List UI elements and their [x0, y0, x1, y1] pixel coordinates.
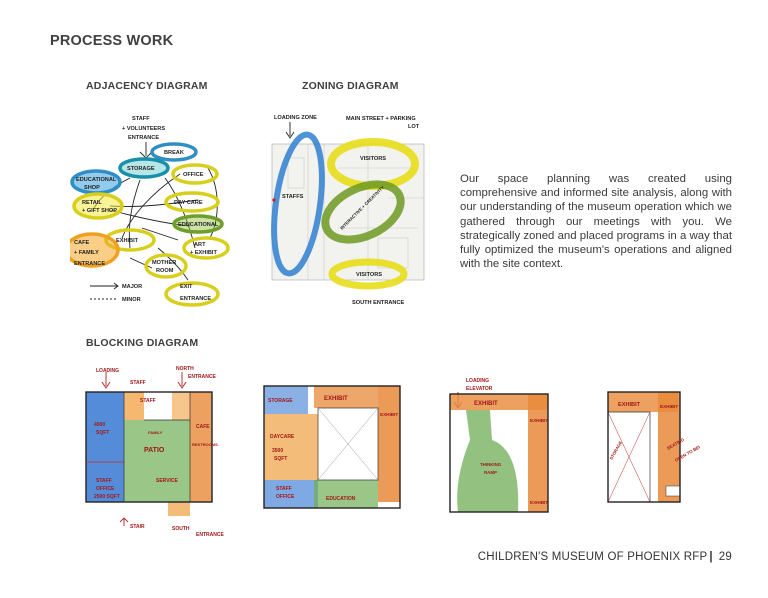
adj-label-break: BREAK: [164, 150, 184, 156]
zone-label-loading-zone: LOADING ZONE: [274, 115, 317, 121]
blk-l4-exhibit: EXHIBIT: [618, 402, 641, 408]
blk-label-north: NORTH: [176, 366, 194, 372]
blk-l4-open-to-below: STORAGE: [609, 440, 624, 461]
blk-label-office: OFFICE: [96, 486, 115, 492]
adj-label-mother: MOTHER: [152, 260, 176, 266]
zone-label-lot: LOT: [408, 124, 420, 130]
blocking-plan-level-2: STORAGE EXHIBIT EXHIBIT DAYCARE 3500 SQF…: [263, 385, 401, 509]
adj-label-day-care: DAY CARE: [174, 200, 203, 206]
blk-l2-exhibit-2: EXHIBIT: [380, 412, 398, 417]
zone-label-south-entrance: SOUTH ENTRANCE: [352, 300, 404, 306]
blk-l2-exhibit: EXHIBIT: [324, 396, 348, 402]
adj-label-exhibit: EXHIBIT: [116, 238, 139, 244]
blk-label-staff-office: STAFF: [96, 478, 112, 484]
adj-label-room: ROOM: [156, 268, 174, 274]
blk-l3-exhibit-2: EXHIBIT: [530, 418, 548, 423]
blk-label-restrooms: RESTROOMS: [192, 442, 218, 447]
adj-label-educational: EDUCATIONAL: [76, 177, 117, 183]
blk-label-patio: PATIO: [144, 447, 165, 454]
page-title: PROCESS WORK: [50, 33, 174, 49]
blk-label-south-entrance: ENTRANCE: [196, 532, 224, 538]
adj-label-office: OFFICE: [183, 172, 204, 178]
blk-l3-elevator: ELEVATOR: [466, 386, 493, 392]
blk-l2-daycare: DAYCARE: [270, 434, 295, 440]
blk-l4-exhibit-2: EXHIBIT: [660, 404, 678, 409]
adj-label-volunteers: + VOLUNTEERS: [122, 126, 165, 132]
adj-label-major: MAJOR: [122, 284, 142, 290]
blk-l2-sqft: SQFT: [274, 456, 287, 462]
adj-label-shop: SHOP: [84, 185, 100, 191]
adj-label-minor: MINOR: [122, 297, 141, 303]
blk-label-stair: STAIR: [130, 524, 145, 530]
zoning-heading: ZONING DIAGRAM: [302, 80, 399, 92]
adj-label-family-entrance: ENTRANCE: [74, 261, 105, 267]
blk-l3-ramp: RAMP: [484, 470, 497, 475]
adjacency-diagram-sketch: STAFF + VOLUNTEERS ENTRANCE BREAK STORAG…: [70, 116, 230, 307]
blocking-plan-level-1: LOADING NORTH ENTRANCE STAFF STAFF 4000 …: [85, 366, 224, 538]
zone-label-staffs: STAFFS: [282, 194, 304, 200]
blk-label-loading: LOADING: [96, 368, 119, 374]
blocking-plan-level-3: LOADING ELEVATOR EXHIBIT EXHIBIT THINKIN…: [449, 378, 549, 513]
adj-label-art: ART: [194, 242, 206, 248]
adj-label-gift-shop: + GIFT SHOP: [82, 208, 117, 214]
adj-label-family: + FAMILY: [74, 250, 99, 256]
description-paragraph: Our space planning was created using com…: [460, 173, 732, 271]
blk-label-north-entrance: ENTRANCE: [188, 374, 216, 380]
blk-label-family: FAMILY: [148, 430, 163, 435]
blk-label-south: SOUTH: [172, 526, 190, 532]
blk-l3-thinking: THINKING: [480, 462, 502, 467]
adj-label-retail: RETAIL: [82, 200, 102, 206]
blk-l2-education: EDUCATION: [326, 496, 356, 502]
page-number: 29: [718, 551, 732, 563]
blk-label-service: SERVICE: [156, 478, 179, 484]
adjacency-heading: ADJACENCY DIAGRAM: [86, 80, 208, 92]
blk-label-staff-2: STAFF: [140, 398, 156, 404]
adj-label-art-exhibit: + EXHIBIT: [190, 250, 217, 256]
blk-l2-office: OFFICE: [276, 494, 295, 500]
adj-label-entrance: ENTRANCE: [128, 135, 159, 141]
blk-l2-3500: 3500: [272, 448, 283, 454]
blk-label-2500: 2500 SQFT: [94, 494, 120, 500]
zone-label-main-street: MAIN STREET + PARKING: [346, 116, 416, 122]
footer-separator: |: [709, 551, 713, 563]
blk-label-staff: STAFF: [130, 380, 146, 386]
zoning-diagram-sketch: LOADING ZONE MAIN STREET + PARKING LOT V…: [271, 115, 425, 306]
blk-l3-exhibit: EXHIBIT: [474, 401, 498, 407]
adj-label-educational-2: EDUCATIONAL: [178, 222, 219, 228]
footer-title: CHILDREN'S MUSEUM OF PHOENIX RFP: [477, 551, 708, 563]
footer: CHILDREN'S MUSEUM OF PHOENIX RFP| 29: [478, 551, 732, 563]
blk-l2-staff: STAFF: [276, 486, 292, 492]
blk-label-cafe: CAFE: [196, 424, 210, 430]
adj-label-cafe: CAFE: [74, 240, 89, 246]
adj-label-storage: STORAGE: [127, 166, 155, 172]
zone-label-visitors: VISITORS: [360, 156, 386, 162]
blk-l3-loading: LOADING: [466, 378, 489, 384]
adj-label-exit: EXIT: [180, 284, 193, 290]
adj-label-exit-entrance: ENTRANCE: [180, 296, 211, 302]
blocking-heading: BLOCKING DIAGRAM: [86, 337, 199, 349]
blocking-plan-level-4: EXHIBIT EXHIBIT SEATING OPEN TO BELOW ST…: [607, 391, 700, 503]
blk-label-4000: 4000: [94, 422, 105, 428]
adj-label-staff: STAFF: [132, 116, 150, 122]
blk-l2-storage: STORAGE: [268, 398, 293, 404]
blk-label-sqft: SQFT: [96, 430, 109, 436]
blk-l3-exhibit-3: EXHIBIT: [530, 500, 548, 505]
zone-label-visitors-2: VISITORS: [356, 272, 382, 278]
